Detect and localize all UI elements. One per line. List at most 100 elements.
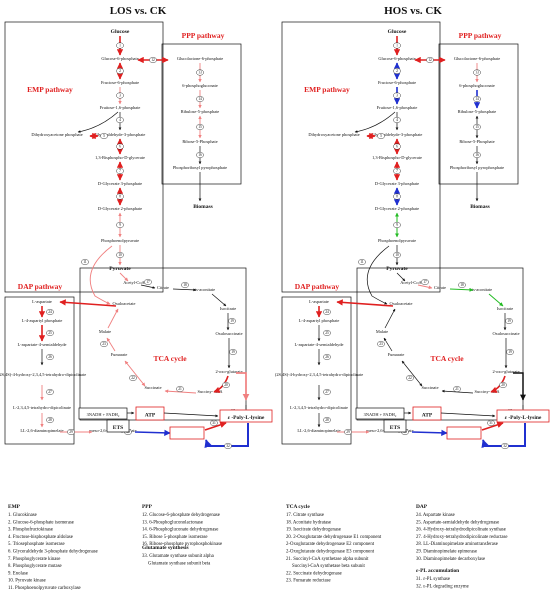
ets-box — [383, 419, 407, 433]
legend-tca-item: 19. Isocitrate dehydrogenase — [286, 528, 341, 533]
enzyme-badge-16 — [196, 151, 204, 158]
ppp-metabolite-2: Ribulose-5-phosphate — [458, 109, 497, 114]
ppp-pathway-box — [438, 43, 519, 185]
enzyme-badge-16 — [473, 151, 481, 158]
tca-metabolite-2: cis-aconitate — [193, 287, 215, 292]
reaction-arrow-17 — [140, 284, 156, 289]
emp-pathway-box — [4, 21, 164, 293]
tca-metabolite-1: Citrate — [157, 285, 169, 290]
pathway-title-ppp: PPP pathway — [182, 31, 225, 40]
enzyme-number-5: 5 — [380, 134, 382, 138]
emp-metabolite-2: Fructose-6-phosphate — [101, 80, 139, 85]
enzyme-badge-24 — [46, 309, 54, 316]
enzyme-number-22: 22 — [408, 376, 412, 380]
lysine-box — [169, 426, 205, 440]
enzyme-number-15: 15 — [475, 125, 479, 129]
enzyme-number-18: 18 — [183, 283, 187, 287]
legend-tca-item: 17. Citrate synthase — [286, 513, 324, 518]
enzyme-badge-20 — [499, 382, 507, 389]
enzyme-number-29: 29 — [69, 430, 73, 434]
reaction-arrow-32 — [204, 423, 249, 449]
tca-metabolite-3: Isocitrate — [497, 306, 513, 311]
enzyme-badge-6 — [393, 143, 401, 150]
enzyme-number-2: 2 — [396, 69, 398, 73]
legend-emp-item: 1. Glucokinase — [8, 513, 37, 518]
reaction-arrow-22 — [124, 360, 146, 387]
reaction-arrow-18 — [488, 293, 504, 307]
tca-metabolite-10: Oxaloacetate — [113, 301, 136, 306]
tca-metabolite-6: Succiny- CoA — [475, 389, 501, 394]
reaction-arrow-33 — [513, 372, 526, 401]
emp-metabolite-1: Glucose-6-phosphate — [101, 56, 138, 61]
enzyme-badge-25 — [323, 330, 331, 337]
legend-dap-item: 27. 4-Hydroxy-tetrahydrodipicolinate red… — [416, 535, 508, 540]
legend-glu-item: Glutamate synthase subunit beta — [148, 561, 211, 566]
nadh-box — [78, 407, 128, 420]
enzyme-badge-19 — [505, 318, 513, 325]
reaction-arrow-23 — [384, 308, 396, 329]
reaction-arrow-23 — [107, 308, 119, 329]
enzyme-badge-7 — [393, 167, 401, 174]
enzyme-number-16: 16 — [198, 153, 202, 157]
tca-metabolite-7: Succinate — [421, 385, 438, 390]
tca-metabolite-4: Oxalosuccinate — [492, 331, 519, 336]
enzyme-number-4: 4 — [119, 118, 121, 122]
legend-ppp-item: 16. Ribose-phosphate pyrophosphokinase — [142, 542, 222, 547]
emp-metabolite-5: Glyceraldehyde-3-phosphate — [372, 132, 423, 137]
enzyme-number-1: 1 — [396, 44, 398, 48]
enzyme-number-9: 9 — [396, 223, 398, 227]
reaction-arrow-24 — [59, 299, 117, 307]
emp-metabolite-3: Fruitose-1,6-phosphate — [100, 105, 141, 111]
reaction-arrow-4b — [354, 111, 396, 133]
reaction-arrow-31 — [481, 421, 504, 431]
atp-box — [412, 406, 442, 421]
tca-metabolite-5: 2-oxo-glutarate — [215, 369, 242, 374]
pathway-title-tca: TCA cycle — [430, 354, 464, 363]
ppp-pathway-box — [161, 43, 242, 185]
enzyme-badge-27 — [323, 389, 331, 396]
enzyme-number-32: 32 — [503, 444, 507, 448]
emp-metabolite-6: 1,3-Bisphospho-D-glycerate — [95, 155, 145, 161]
enzyme-number-9: 9 — [119, 223, 121, 227]
legend-emp-item: 3. Phosphofructokinase — [8, 528, 53, 533]
enzyme-badge-18 — [181, 282, 189, 289]
reaction-arrow-10 — [119, 272, 129, 282]
emp-metabolite-9: Phosphoenolpyruvate — [101, 238, 139, 243]
emp-metabolite-2: Fructose-6-phosphate — [378, 80, 416, 85]
enzyme-number-17: 17 — [423, 280, 427, 284]
dap-metabolite-3: (2S,4S)-4-hydroxy-2,3,4,5-tetrahydro-dip… — [275, 372, 363, 378]
legend-dap-item: 26. 4-Hydroxy-tetrahydrodipicolinate syn… — [416, 528, 506, 533]
enzyme-number-20: 20 — [224, 383, 228, 387]
enzyme-number-5: 5 — [103, 134, 105, 138]
nadh-label: 3NADH + FADH₂ — [87, 412, 120, 417]
atp-to-epl-arrow — [163, 412, 219, 418]
tca-metabolite-0: Acetyl-CoA — [400, 280, 422, 285]
dap-metabolite-5: LL-2,6-diaminopimelate — [20, 428, 63, 434]
legend-emp-item: 7. Phosphoglycerate kinase — [8, 557, 60, 562]
reaction-arrow-31 — [204, 421, 227, 431]
ppp-metabolite-4: Phosphoribosyl pyrophosphate — [450, 165, 504, 170]
enzyme-number-4: 4 — [396, 118, 398, 122]
reaction-arrow-23 — [106, 337, 116, 352]
dap-metabolite-0: L-aspartate — [32, 299, 52, 304]
legend-emp-item: 9. Enolase — [8, 571, 28, 576]
dap-metabolite-1: L-4-aspartyl phosphate — [299, 318, 340, 323]
reaction-arrow-18 — [172, 288, 197, 292]
enzyme-badge-4 — [393, 116, 401, 123]
enzyme-number-21: 21 — [178, 387, 182, 391]
reaction-arrow-10 — [396, 272, 406, 282]
enzyme-badge-5 — [100, 132, 108, 139]
reaction-arrow-21 — [164, 389, 197, 394]
enzyme-badge-7 — [116, 167, 124, 174]
reaction-arrow-33 — [236, 372, 250, 401]
enzyme-number-17: 17 — [146, 280, 150, 284]
enzyme-badge-13 — [473, 69, 481, 76]
legend-ppp-item: 15. Ribose 5-phosphate isomerase — [142, 535, 208, 540]
legend-emp-item: 5. Triosephosphate isomerase — [8, 542, 65, 547]
dap-metabolite-1: L-4-aspartyl phosphate — [22, 318, 63, 323]
enzyme-badge-20 — [222, 382, 230, 389]
legend-tca-item: Succinyl-CoA synthetase beta subunit — [292, 564, 366, 569]
atp-box — [135, 406, 165, 421]
